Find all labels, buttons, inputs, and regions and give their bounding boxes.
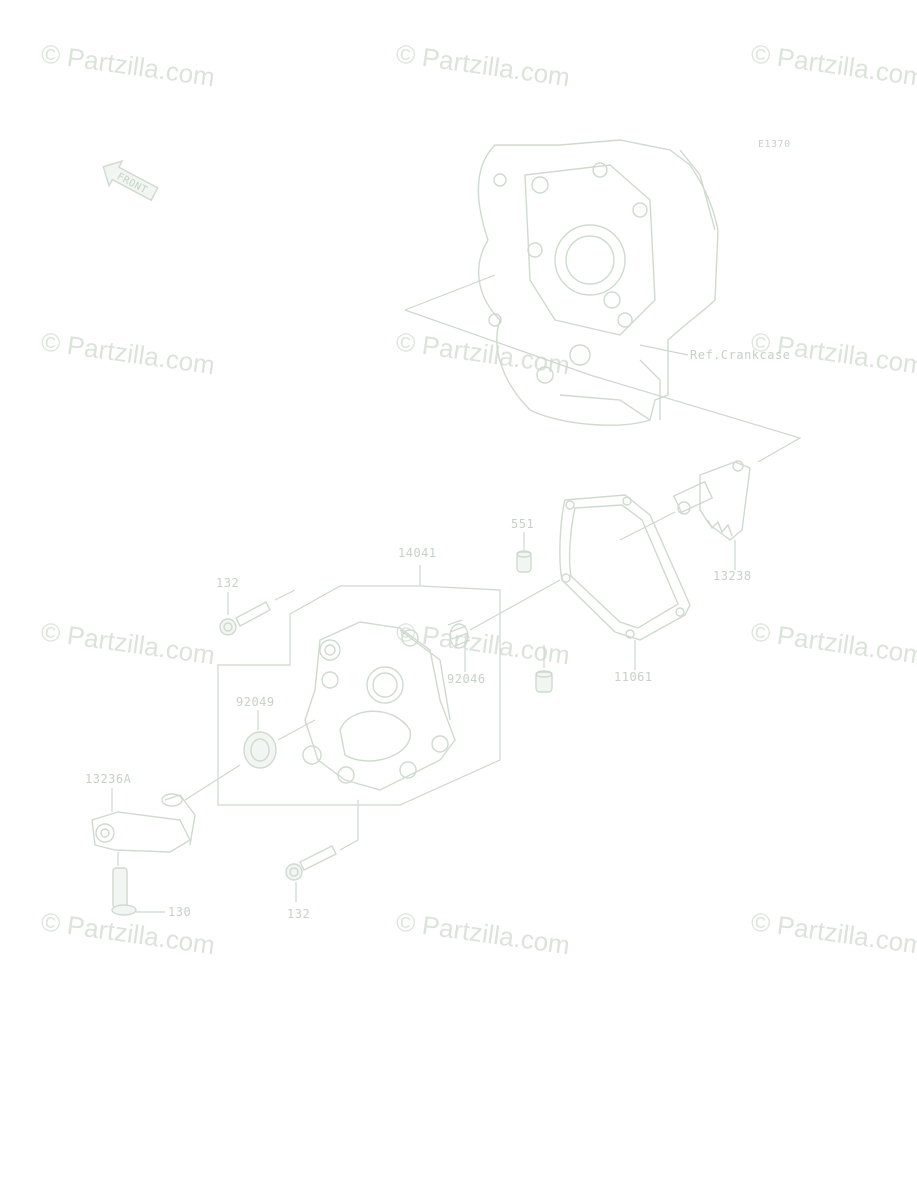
- shaft-13238: [672, 460, 751, 541]
- watermark: © Partzilla.com: [39, 38, 217, 92]
- diagram-code: E1370: [758, 139, 791, 150]
- part-number-132-bottom: 132: [287, 907, 310, 921]
- lever-13236A: [91, 793, 196, 853]
- crankcase-reference: [477, 139, 719, 426]
- spring-92046: [447, 619, 471, 649]
- part-number-551: 551: [511, 517, 534, 531]
- housing-14041: [302, 621, 456, 791]
- watermarks: © Partzilla.com © Partzilla.com © Partzi…: [39, 38, 917, 960]
- part-number-132-top: 132: [216, 576, 239, 590]
- part-number-11061: 11061: [614, 670, 653, 684]
- part-number-14041: 14041: [398, 546, 437, 560]
- dowel-pin-551-top: [516, 550, 532, 573]
- watermark: © Partzilla.com: [749, 616, 917, 670]
- part-number-92049: 92049: [236, 695, 275, 709]
- reference-label: Ref.Crankcase: [690, 348, 790, 362]
- gasket-11061: [559, 494, 691, 641]
- watermark: © Partzilla.com: [749, 906, 917, 960]
- part-number-13238: 13238: [713, 569, 752, 583]
- watermark: © Partzilla.com: [394, 906, 572, 960]
- bolt-132-bottom: [285, 845, 337, 881]
- watermark: © Partzilla.com: [394, 326, 572, 380]
- watermark: © Partzilla.com: [749, 38, 917, 92]
- bolt-132-top: [219, 601, 271, 636]
- dowel-pin-lower: [535, 670, 553, 693]
- watermark: © Partzilla.com: [39, 326, 217, 380]
- part-number-13236A: 13236A: [85, 772, 132, 786]
- part-number-130: 130: [168, 905, 191, 919]
- oil-seal-92049: [243, 731, 277, 769]
- watermark: © Partzilla.com: [39, 616, 217, 670]
- bolt-130: [111, 867, 137, 916]
- watermark: © Partzilla.com: [394, 38, 572, 92]
- part-number-92046: 92046: [447, 672, 486, 686]
- front-arrow-icon: FRONT: [102, 159, 159, 202]
